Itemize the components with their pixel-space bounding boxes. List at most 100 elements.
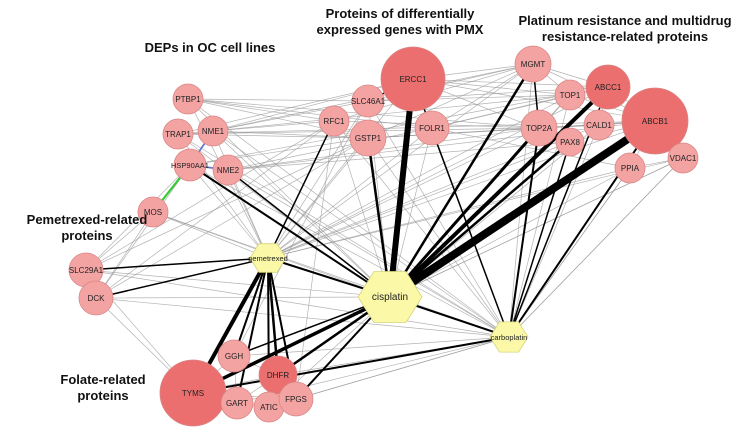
node-nme2[interactable]: NME2 <box>212 154 244 186</box>
edge-cisplatin-ppia <box>389 167 631 298</box>
edge-carboplatin-ggh <box>233 336 510 357</box>
group-label-platinum: Platinum resistance and multidrug resist… <box>518 13 732 44</box>
node-top1[interactable]: TOP1 <box>554 79 586 111</box>
node-trap1[interactable]: TRAP1 <box>162 118 194 150</box>
protein-circle <box>172 83 204 115</box>
node-label: GGH <box>225 352 243 361</box>
protein-circle <box>217 339 251 373</box>
edge-nme2-abcb1 <box>227 120 656 171</box>
node-mgmt[interactable]: MGMT <box>514 45 552 83</box>
edge-pemetrexed-slc46a1 <box>267 100 369 259</box>
edge-cisplatin-mgmt <box>388 62 535 299</box>
protein-circle <box>555 127 585 157</box>
protein-circle <box>614 152 646 184</box>
edge-carboplatin-fpgs <box>295 336 510 400</box>
node-ercc1[interactable]: ERCC1 <box>380 46 446 112</box>
protein-circle <box>514 45 552 83</box>
node-label: NME1 <box>202 127 225 136</box>
edge-gstp1-mgmt <box>367 63 534 139</box>
protein-circle <box>349 119 387 157</box>
edge-slc29a1-gstp1 <box>85 137 369 271</box>
node-label: ABCC1 <box>595 83 622 92</box>
node-pax8[interactable]: PAX8 <box>555 127 585 157</box>
edge-pemetrexed-hsp90aa1 <box>189 164 269 259</box>
node-label: ATIC <box>260 403 278 412</box>
edge-fpgs-rfc1 <box>295 120 335 400</box>
group-label-pemetrexed: Pemetrexed-related proteins <box>26 212 148 243</box>
node-dck[interactable]: DCK <box>78 280 114 316</box>
edge-pemetrexed-dck <box>95 257 269 299</box>
node-label: HSP90AA1 <box>171 161 209 170</box>
edge-cisplatin-gstp1 <box>366 136 392 299</box>
edge-carboplatin-cald1 <box>508 124 600 338</box>
protein-circle <box>212 154 244 186</box>
protein-circle <box>583 109 615 141</box>
node-gstp1[interactable]: GSTP1 <box>349 119 387 157</box>
node-label: NME2 <box>217 166 240 175</box>
edge-dck-gstp1 <box>95 137 369 299</box>
edge-cisplatin-abcc1 <box>388 85 610 299</box>
edge-hsp90aa1-dck <box>95 164 191 299</box>
node-folr1[interactable]: FOLR1 <box>414 110 450 146</box>
edge-cisplatin-abcb1 <box>386 117 659 301</box>
edge-pemetrexed-nme1 <box>212 130 269 259</box>
protein-circle <box>554 79 586 111</box>
node-nme1[interactable]: NME1 <box>197 115 229 147</box>
edge-carboplatin-rfc1 <box>333 120 510 338</box>
protein-circle <box>173 148 207 182</box>
node-label: SLC46A1 <box>351 97 386 106</box>
edge-cisplatin-nme2 <box>227 169 391 298</box>
edge-pemetrexed-dhfr <box>266 256 280 377</box>
node-ptbp1[interactable]: PTBP1 <box>172 83 204 115</box>
drug-hexagon <box>489 321 529 353</box>
edge-cisplatin-tyms <box>191 295 392 395</box>
node-label: PTBP1 <box>175 95 201 104</box>
node-label: FOLR1 <box>419 124 445 133</box>
edge-slc29a1-rfc1 <box>85 120 335 271</box>
node-tyms[interactable]: TYMS <box>159 359 227 427</box>
node-ppia[interactable]: PPIA <box>614 152 646 184</box>
edge-carboplatin-tyms <box>192 336 510 394</box>
node-abcb1[interactable]: ABCB1 <box>621 87 689 155</box>
group-label-pmx-genes: Proteins of differentially expressed gen… <box>316 6 484 37</box>
edge-pemetrexed-gstp1 <box>267 137 369 259</box>
node-cald1[interactable]: CALD1 <box>583 109 615 141</box>
edge-ercc1-abcb1 <box>412 78 656 122</box>
protein-circle <box>520 109 558 147</box>
node-label: carboplatin <box>491 333 528 342</box>
node-label: TRAP1 <box>165 130 191 139</box>
node-top2a[interactable]: TOP2A <box>520 109 558 147</box>
node-label: cisplatin <box>372 292 408 303</box>
edge-pemetrexed-ercc1 <box>267 78 414 259</box>
edge-ptbp1-slc46a1 <box>187 98 369 102</box>
edge-nme2-top2a <box>227 127 540 171</box>
edge-vdac1-carboplatin <box>508 157 684 338</box>
node-label: MOS <box>144 208 162 217</box>
node-label: MGMT <box>521 60 546 69</box>
protein-circle <box>380 46 446 112</box>
node-vdac1[interactable]: VDAC1 <box>667 142 699 174</box>
edge-pemetrexed-ggh <box>233 257 269 357</box>
node-hsp90aa1[interactable]: HSP90AA1 <box>171 148 209 182</box>
edge-folr1-mgmt <box>431 63 534 129</box>
node-abcc1[interactable]: ABCC1 <box>585 64 631 110</box>
protein-circle <box>162 118 194 150</box>
edge-cisplatin-hsp90aa1 <box>189 164 391 298</box>
edge-pemetrexed-gart <box>236 257 269 404</box>
node-pemetrexed[interactable]: pemetrexed <box>248 243 288 273</box>
node-label: DCK <box>88 294 106 303</box>
node-rfc1[interactable]: RFC1 <box>318 105 350 137</box>
node-fpgs[interactable]: FPGS <box>278 381 314 417</box>
node-label: GART <box>226 399 248 408</box>
node-mos[interactable]: MOS <box>137 196 169 228</box>
edge-hsp90aa1-abcc1 <box>189 86 609 166</box>
node-carboplatin[interactable]: carboplatin <box>489 321 529 353</box>
node-gart[interactable]: GART <box>220 386 254 420</box>
edge-pemetrexed-abcb1 <box>267 120 656 259</box>
edge-cisplatin-dck <box>95 296 391 299</box>
node-cisplatin[interactable]: cisplatin <box>357 271 423 323</box>
edge-carboplatin-pax8 <box>508 141 571 338</box>
node-ggh[interactable]: GGH <box>217 339 251 373</box>
node-slc46a1[interactable]: SLC46A1 <box>351 84 386 118</box>
edge-nme1-ercc1 <box>212 78 414 132</box>
